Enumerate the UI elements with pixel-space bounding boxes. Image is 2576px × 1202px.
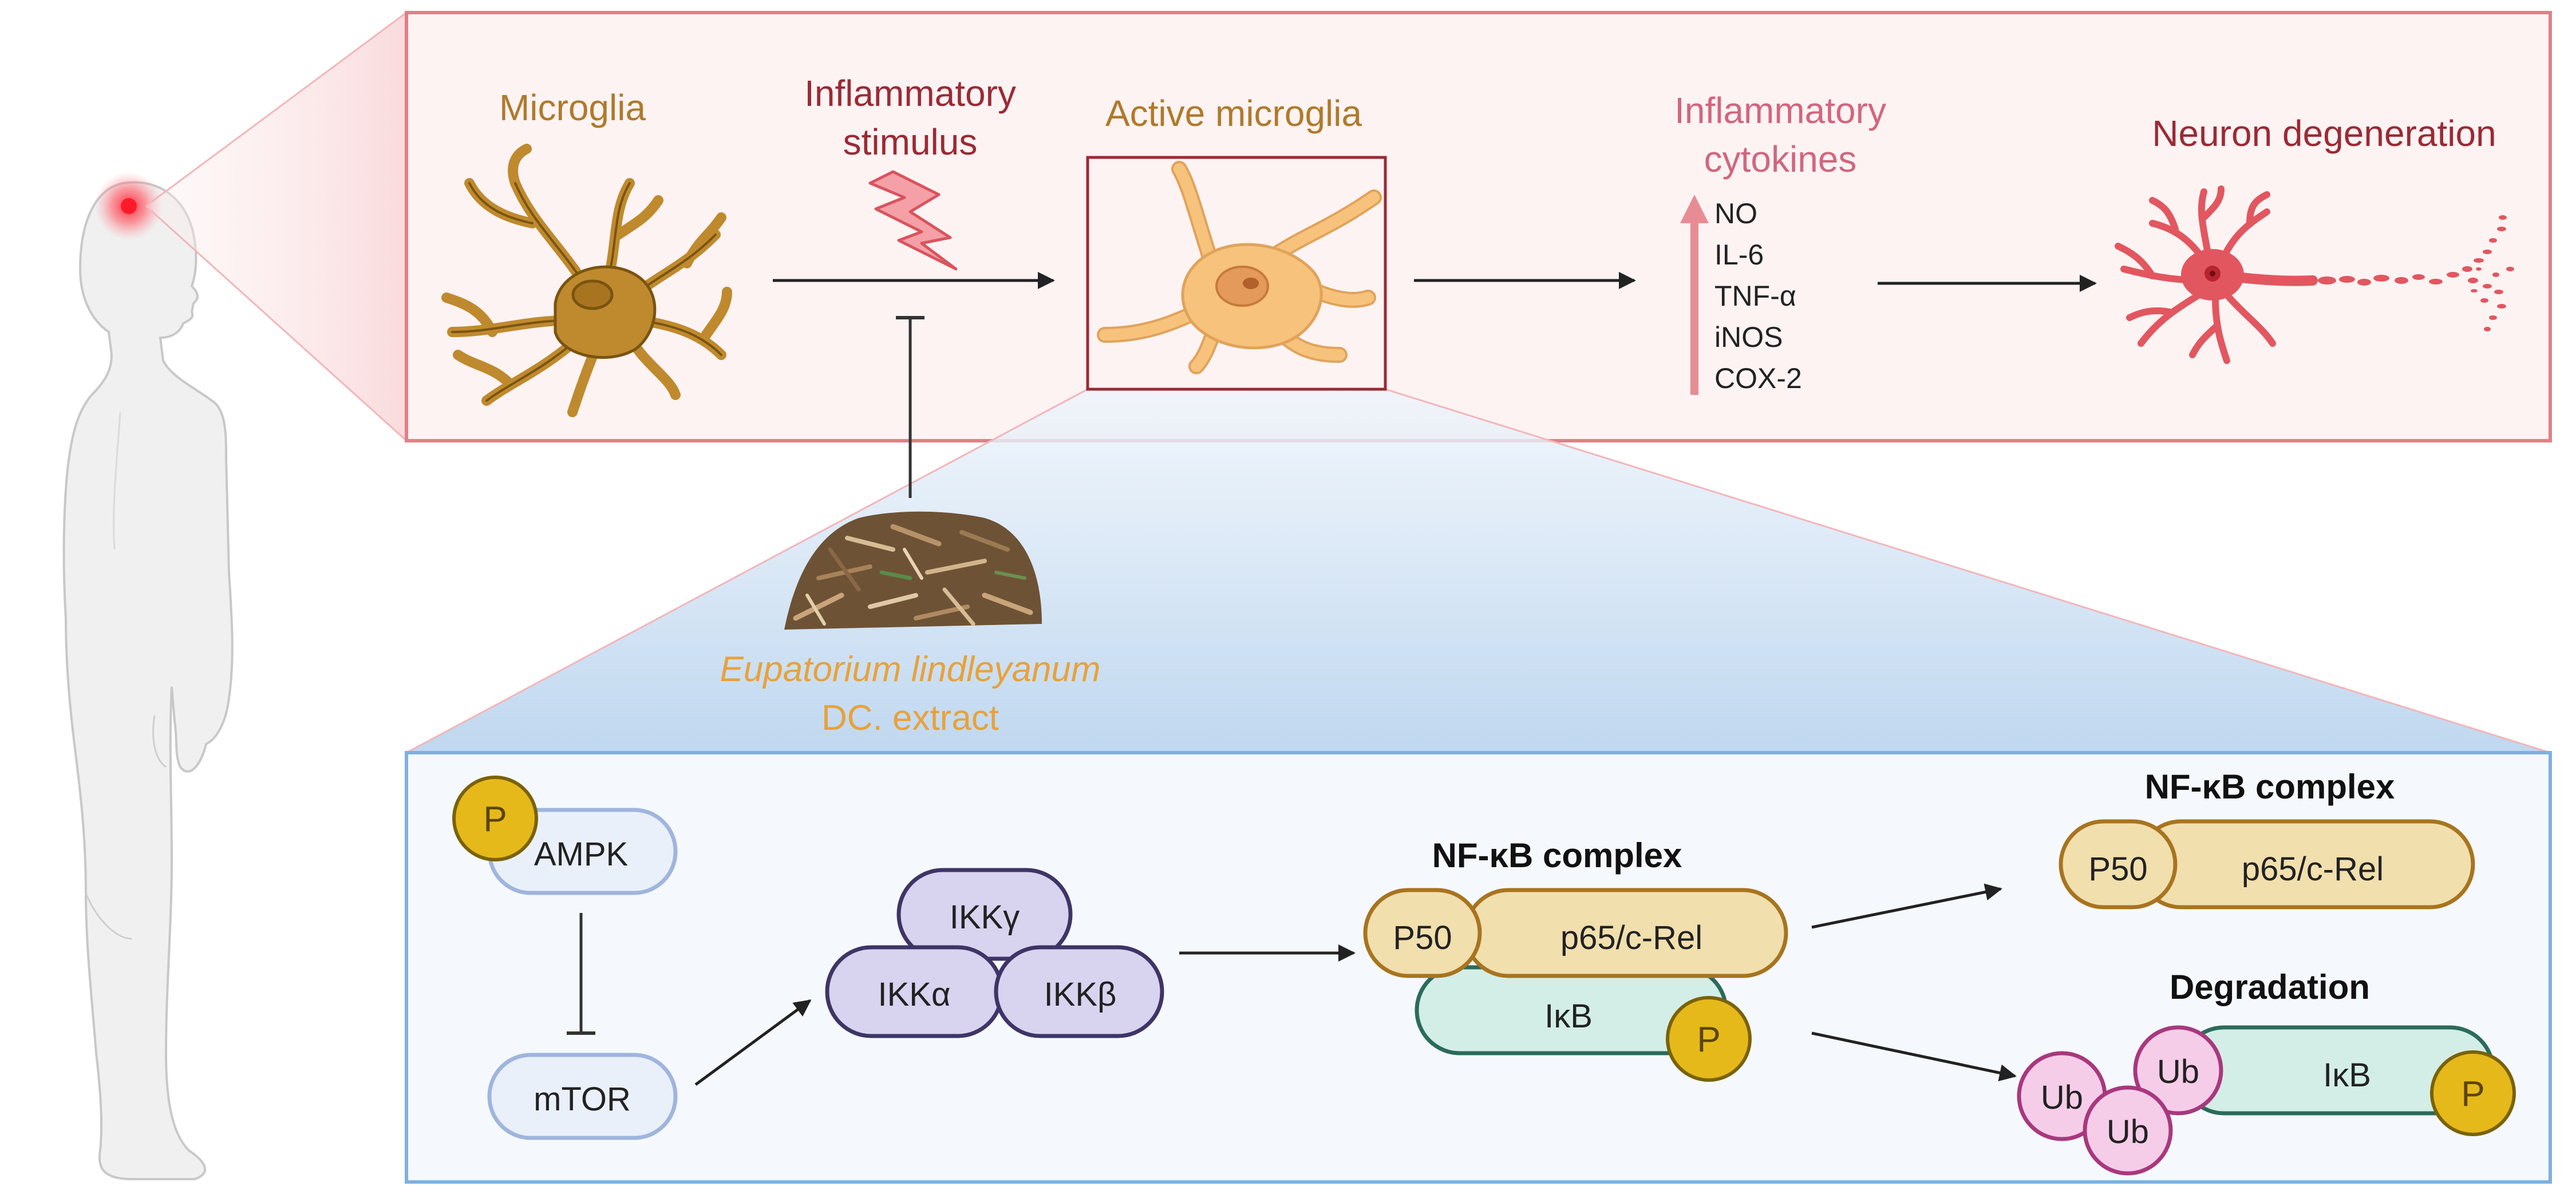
cytokine-increase-arrow [1680,195,1709,395]
cytokine-item: NO [1714,197,1757,230]
degradation-title: Degradation [2170,968,2370,1006]
top-zoom-fan [146,13,406,441]
svg-text:Ub: Ub [2157,1053,2199,1090]
top-panel [405,11,2552,442]
svg-text:IκB: IκB [2323,1057,2371,1094]
bottom-zoom-fan [406,389,2550,753]
active-microglia-label: Active microglia [1105,93,1362,134]
active-microglia-icon [1097,161,1382,374]
svg-text:P: P [1697,1020,1720,1059]
svg-text:IKKγ: IKKγ [950,899,1020,936]
ampk-phospho-badge: P [452,776,538,861]
free-nfkb-complex: p65/c-Rel P50 [2059,819,2475,910]
free-p50-node [2059,819,2178,910]
svg-text:AMPK: AMPK [534,836,629,873]
human-figure [62,172,234,1180]
svg-text:P: P [483,800,507,839]
ub-node-3 [2083,1085,2173,1176]
ikk-beta-node [994,945,1164,1038]
free-nfkb-title: NF-κB complex [2145,768,2395,806]
neuron-degeneration-label: Neuron degeneration [2152,113,2496,154]
nfkb-complex-title: NF-κB complex [1432,836,1682,875]
svg-text:mTOR: mTOR [534,1081,631,1118]
herbal-extract-icon [784,511,1042,630]
cytokine-item: TNF-α [1714,280,1796,312]
svg-text:p65/c-Rel: p65/c-Rel [2242,851,2384,888]
arrow-to-free-nfkb [1811,883,2002,929]
svg-text:Ub: Ub [2107,1113,2149,1150]
extract-label-line1: Eupatorium lindleyanum [720,650,1100,689]
stimulus-label-line1: Inflammatory [804,73,1016,114]
microglia-label: Microglia [499,87,646,128]
nfkb-ikb-complex: IκB p65/c-Rel P50 P [1363,888,1788,1082]
extract-label-line2: DC. extract [821,698,999,738]
arrow-mtor-to-ikk [694,999,812,1086]
svg-text:IKKα: IKKα [878,976,950,1013]
cytokines-label-line2: cytokines [1704,139,1857,180]
cytokine-item: COX-2 [1714,362,1802,394]
cytokine-item: iNOS [1714,321,1783,353]
mtor-node: mTOR [487,1053,678,1140]
arrow-to-degradation [1811,1031,2017,1082]
p50-node [1363,888,1482,978]
cytokines-label-line1: Inflammatory [1674,90,1886,131]
svg-text:p65/c-Rel: p65/c-Rel [1560,919,1702,956]
stimulus-label-line2: stimulus [843,121,978,163]
svg-text:P50: P50 [2088,851,2147,888]
degraded-ikb-phospho-badge [2430,1050,2516,1136]
svg-text:IκB: IκB [1544,998,1593,1035]
lightning-icon [868,170,958,271]
degradation-complex: IκB Ub Ub Ub P [2017,1025,2516,1176]
resting-microglia-icon [441,144,732,417]
ikb-phospho-badge [1666,996,1752,1082]
cytokine-item: IL-6 [1714,239,1764,271]
ub-node-1 [2133,1025,2223,1116]
svg-text:Ub: Ub [2041,1079,2083,1116]
svg-text:P: P [2461,1074,2484,1114]
svg-text:P50: P50 [1393,919,1452,956]
ikk-complex: IKKγ IKKα IKKβ [825,868,1164,1038]
svg-text:IKKβ: IKKβ [1044,976,1117,1013]
degenerating-neuron-icon [2115,185,2514,364]
